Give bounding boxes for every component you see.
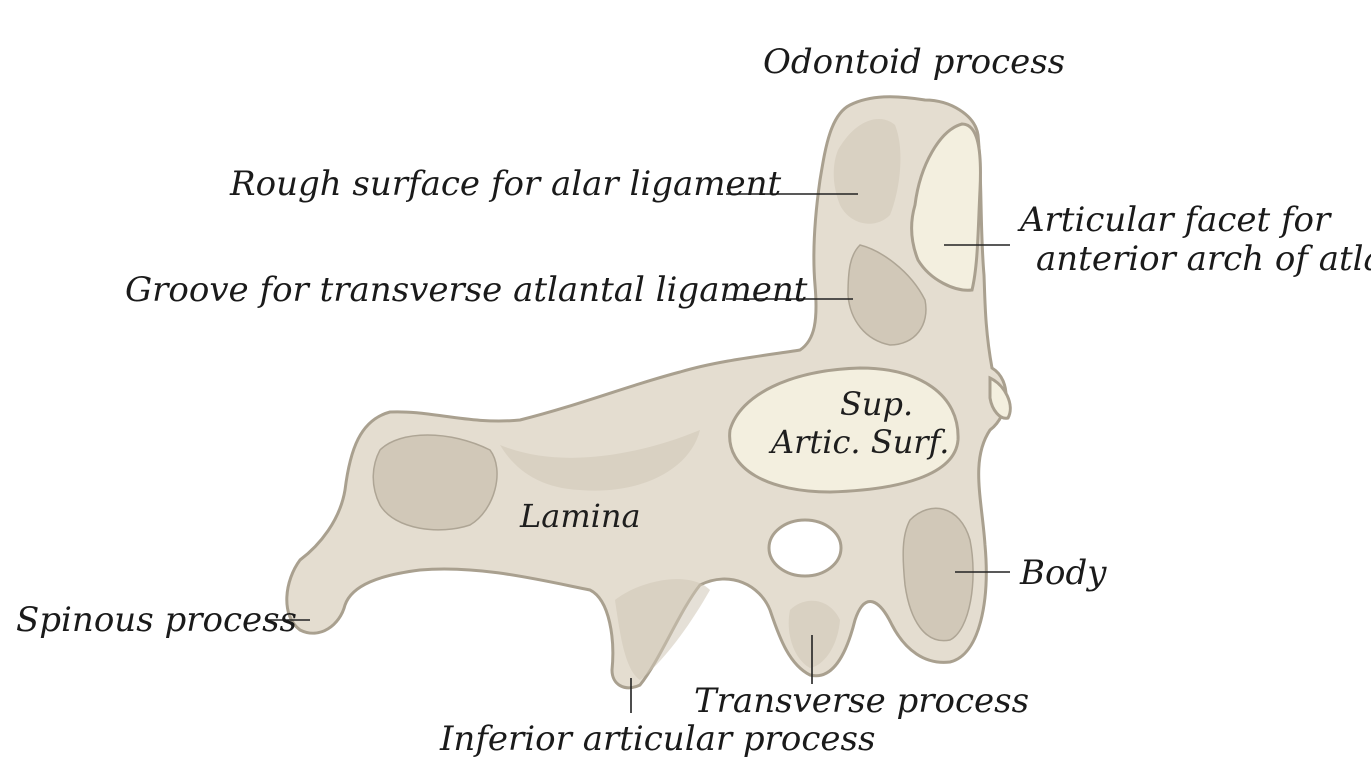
inferior-process-shadow <box>615 579 710 680</box>
label-sup-artic-line2: Artic. Surf. <box>771 423 950 461</box>
leader-lines <box>266 193 1010 713</box>
body-shadow <box>902 507 974 642</box>
transverse-process-shadow <box>788 600 840 668</box>
label-inferior-articular-process: Inferior articular process <box>440 719 876 759</box>
lamina-ridge <box>500 430 700 491</box>
label-transverse-process: Transverse process <box>694 681 1030 721</box>
lamina-shadow <box>372 434 498 531</box>
label-sup-artic-line1: Sup. <box>840 385 914 423</box>
transverse-foramen <box>767 518 843 578</box>
anterior-articular-facet <box>910 122 982 292</box>
label-lamina: Lamina <box>520 497 641 535</box>
superior-articular-surface <box>728 366 960 494</box>
anterior-facet-lip <box>988 375 1012 420</box>
label-odontoid-process: Odontoid process <box>763 42 1066 82</box>
rough-surface-ridge <box>833 118 901 224</box>
groove-shadow <box>847 244 927 346</box>
label-articular-facet-line2: anterior arch of atlas <box>1036 239 1371 279</box>
label-groove: Groove for transverse atlantal ligament <box>125 270 808 310</box>
label-body: Body <box>1020 553 1107 593</box>
label-spinous-process: Spinous process <box>16 600 297 640</box>
label-articular-facet-line1: Articular facet for <box>1020 200 1331 240</box>
label-rough-surface: Rough surface for alar ligament <box>230 164 782 204</box>
